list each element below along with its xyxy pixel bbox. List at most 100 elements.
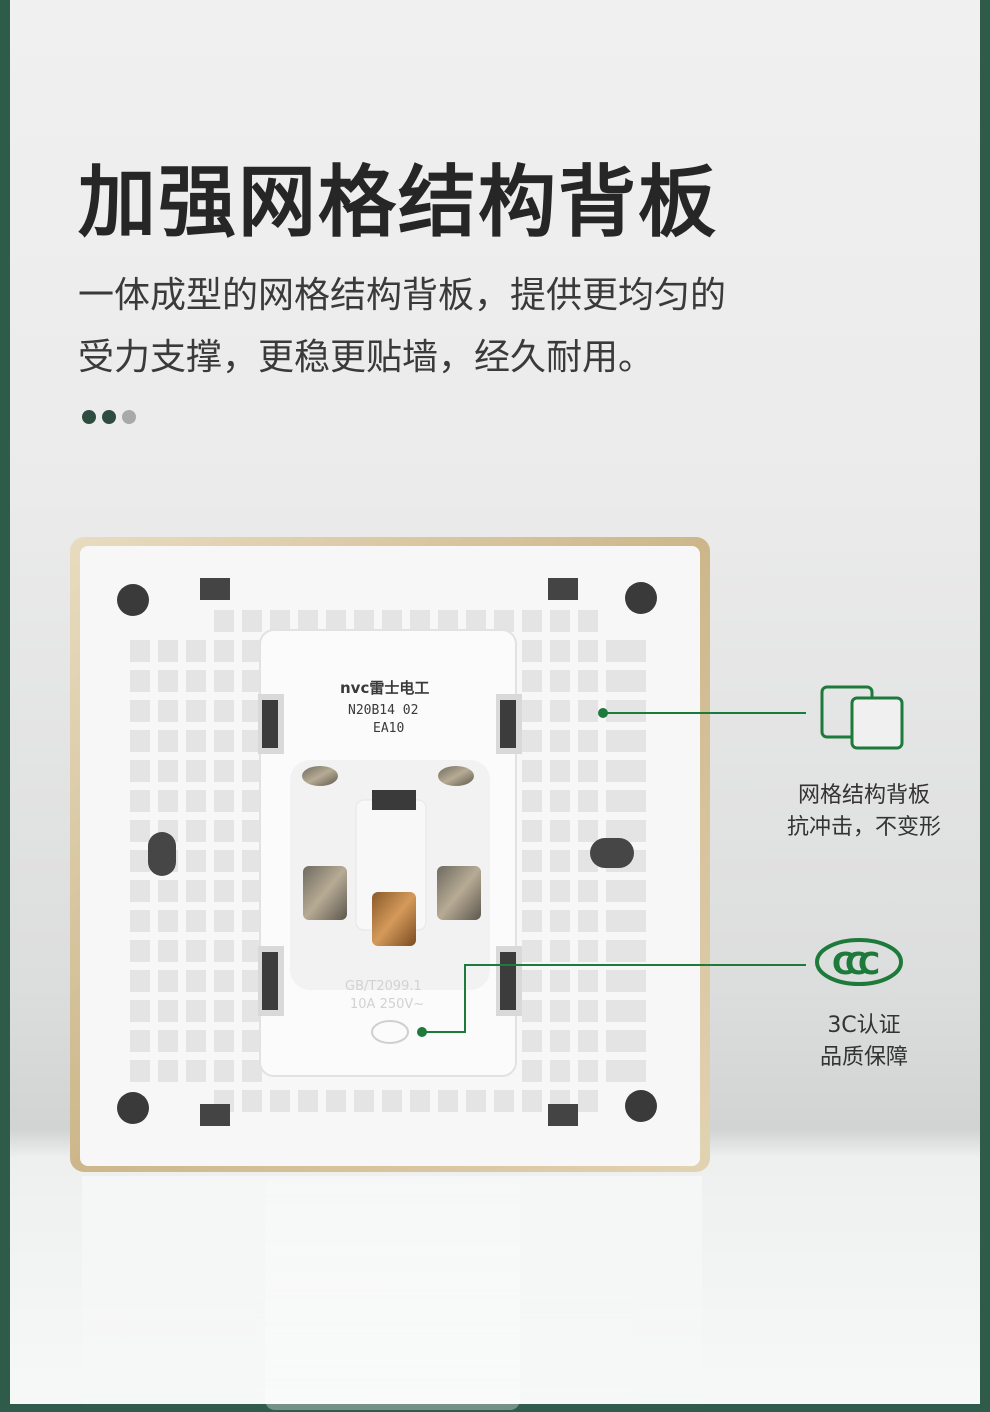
grid-cell: [186, 760, 206, 782]
grid-cell: [214, 1030, 234, 1052]
grid-cell: [550, 970, 570, 992]
grid-cell: [186, 790, 206, 812]
grid-cell: [550, 1060, 570, 1082]
grid-cell: [522, 730, 542, 752]
grid-cell: [522, 760, 542, 782]
svg-text:CCC: CCC: [832, 947, 879, 982]
headline: 加强网格结构背板: [78, 158, 719, 248]
grid-cell: [130, 970, 150, 992]
grid-cell: [242, 850, 262, 872]
grid-cell: [606, 730, 626, 752]
grid-cell: [410, 1090, 430, 1112]
grid-cell: [242, 880, 262, 902]
grid-cell: [606, 760, 626, 782]
grid-cell: [606, 910, 626, 932]
grid-cell: [270, 1090, 290, 1112]
grid-cell: [186, 1000, 206, 1022]
grid-cell: [626, 820, 646, 842]
grid-cell: [522, 850, 542, 872]
grid-cell: [550, 670, 570, 692]
grid-cell: [626, 1030, 646, 1052]
grid-cell: [186, 640, 206, 662]
grid-cell: [158, 670, 178, 692]
grid-cell: [214, 610, 234, 632]
grid-cell: [522, 970, 542, 992]
grid-cell: [626, 700, 646, 722]
grid-cell: [626, 760, 646, 782]
grid-cell: [522, 940, 542, 962]
grid-cell: [326, 610, 346, 632]
standard-emboss: GB/T2099.1: [345, 979, 422, 994]
grid-cell: [550, 1000, 570, 1022]
model-line-1: N20B14 02: [348, 703, 418, 718]
callout-connector-2: [417, 964, 806, 1037]
grid-cell: [214, 850, 234, 872]
grid-cell: [606, 970, 626, 992]
grid-cell: [186, 850, 206, 872]
grid-cell: [354, 610, 374, 632]
grid-cell: [354, 1090, 374, 1112]
grid-cell: [242, 970, 262, 992]
grid-cell: [550, 610, 570, 632]
grid-cell: [550, 1030, 570, 1052]
grid-cell: [298, 610, 318, 632]
grid-cell: [578, 790, 598, 812]
grid-cell: [158, 1000, 178, 1022]
grid-cell: [242, 700, 262, 722]
grid-cell: [130, 940, 150, 962]
grid-cell: [606, 820, 626, 842]
grid-cell: [158, 790, 178, 812]
grid-cell: [158, 940, 178, 962]
plate-notch: [200, 578, 230, 600]
grid-cell: [130, 670, 150, 692]
grid-cell: [522, 640, 542, 662]
model-line-2: EA10: [373, 721, 404, 736]
grid-cell: [466, 610, 486, 632]
grid-cell: [130, 850, 150, 872]
grid-cell: [186, 820, 206, 842]
grid-cell: [606, 1030, 626, 1052]
grid-cell: [186, 670, 206, 692]
grid-cell: [494, 610, 514, 632]
grid-cell: [242, 820, 262, 842]
brand-logo-text: nvc雷士电工: [340, 679, 429, 697]
grid-cell: [550, 730, 570, 752]
callout-ccc-line-1: 3C认证: [827, 1013, 901, 1038]
grid-cell: [606, 940, 626, 962]
grid-cell: [130, 880, 150, 902]
callout-connector-1: [598, 708, 806, 718]
grid-cell: [626, 970, 646, 992]
frame-right-border: [980, 0, 990, 1412]
grid-cell: [186, 730, 206, 752]
dot-3: [122, 410, 136, 424]
grid-cell: [242, 910, 262, 932]
dot-1: [82, 410, 96, 424]
grid-cell: [522, 790, 542, 812]
grid-cell: [270, 610, 290, 632]
grid-cell: [578, 1000, 598, 1022]
grid-cell: [130, 790, 150, 812]
grid-cell: [578, 760, 598, 782]
dot-2: [102, 410, 116, 424]
grid-cell: [550, 880, 570, 902]
grid-cell: [186, 1030, 206, 1052]
grid-cell: [410, 610, 430, 632]
grid-cell: [626, 790, 646, 812]
grid-cell: [130, 700, 150, 722]
ccc-mark-icon: CCC: [815, 938, 903, 986]
grid-cell: [626, 640, 646, 662]
grid-cell: [606, 790, 626, 812]
grid-cell: [242, 940, 262, 962]
grid-cell: [382, 610, 402, 632]
grid-cell: [550, 790, 570, 812]
pagination-dots: [82, 410, 136, 424]
grid-cell: [214, 670, 234, 692]
grid-cell: [130, 1060, 150, 1082]
socket-reflection: [82, 1176, 702, 1412]
grid-cell: [214, 790, 234, 812]
grid-cell: [214, 940, 234, 962]
grid-cell: [438, 610, 458, 632]
grid-cell: [130, 1000, 150, 1022]
grid-cell: [550, 820, 570, 842]
